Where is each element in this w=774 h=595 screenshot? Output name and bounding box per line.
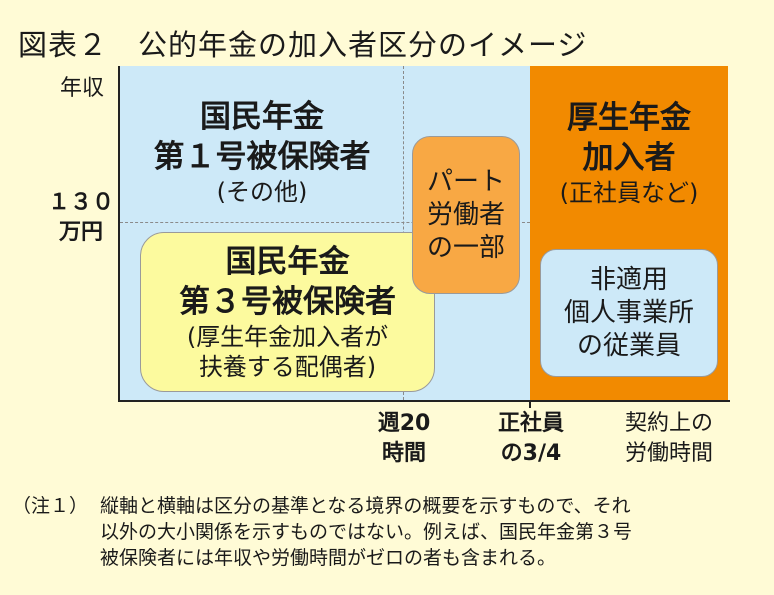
note-text: 縦軸と横軸は区分の基準となる境界の概要を示すもので、それ 以外の大小関係を示すも… <box>100 493 768 571</box>
nonapp-line3: の従業員 <box>576 330 681 361</box>
x-axis-line <box>118 400 730 402</box>
x-tick-label-20h: 週20 時間 <box>377 411 431 466</box>
y-tick-line2: 万円 <box>58 220 103 245</box>
kousei-sub: (正社員など) <box>559 179 699 207</box>
first-line1: 国民年金 <box>200 99 324 135</box>
y-axis-label: 年収 <box>60 76 105 101</box>
note-line3: 被保険者には年収や労働時間がゼロの者も含まれる。 <box>100 547 557 569</box>
note-line2: 以外の大小関係を示すものではない。例えば、国民年金第３号 <box>100 521 633 543</box>
part-line2: 労働者 <box>426 199 505 230</box>
third-line1: 国民年金 <box>225 244 350 280</box>
dashed-line-130man <box>120 222 530 223</box>
figure-title: 図表２ 公的年金の加入者区分のイメージ <box>18 28 588 62</box>
region-first-insured: 国民年金 第１号被保険者 (その他) <box>122 88 402 216</box>
kousei-line2: 加入者 <box>582 140 676 176</box>
region-kousei-insured: 厚生年金 加入者 (正社員など) <box>532 88 726 218</box>
x-tick-label-3-4: 正社員 の3/4 <box>497 411 564 466</box>
x-axis-label: 契約上の 労働時間 <box>624 411 713 466</box>
note-prefix: （注１） <box>12 495 89 517</box>
region-non-applicable: 非適用 個人事業所 の従業員 <box>540 249 718 377</box>
first-line2: 第１号被保険者 <box>153 139 371 175</box>
third-line2: 第３号被保険者 <box>179 284 396 320</box>
first-sub: (その他) <box>216 178 308 206</box>
third-sub2: 扶養する配偶者) <box>198 353 377 381</box>
part-line3: の一部 <box>426 232 505 263</box>
region-part-time: パート 労働者 の一部 <box>412 136 520 294</box>
x-tick-mark <box>529 400 531 408</box>
part-line1: パート <box>426 166 505 197</box>
y-axis-line <box>118 66 120 402</box>
third-sub1: (厚生年金加入者が <box>186 323 389 351</box>
y-tick-line1: １３０ <box>48 190 115 215</box>
y-tick-label: １３０ 万円 <box>48 188 114 248</box>
nonapp-line1: 非適用 <box>589 264 668 295</box>
region-third-insured: 国民年金 第３号被保険者 (厚生年金加入者が 扶養する配偶者) <box>140 232 435 392</box>
kousei-line1: 厚生年金 <box>567 100 691 136</box>
nonapp-line2: 個人事業所 <box>563 297 694 328</box>
note-line1: 縦軸と横軸は区分の基準となる境界の概要を示すもので、それ <box>100 495 631 517</box>
